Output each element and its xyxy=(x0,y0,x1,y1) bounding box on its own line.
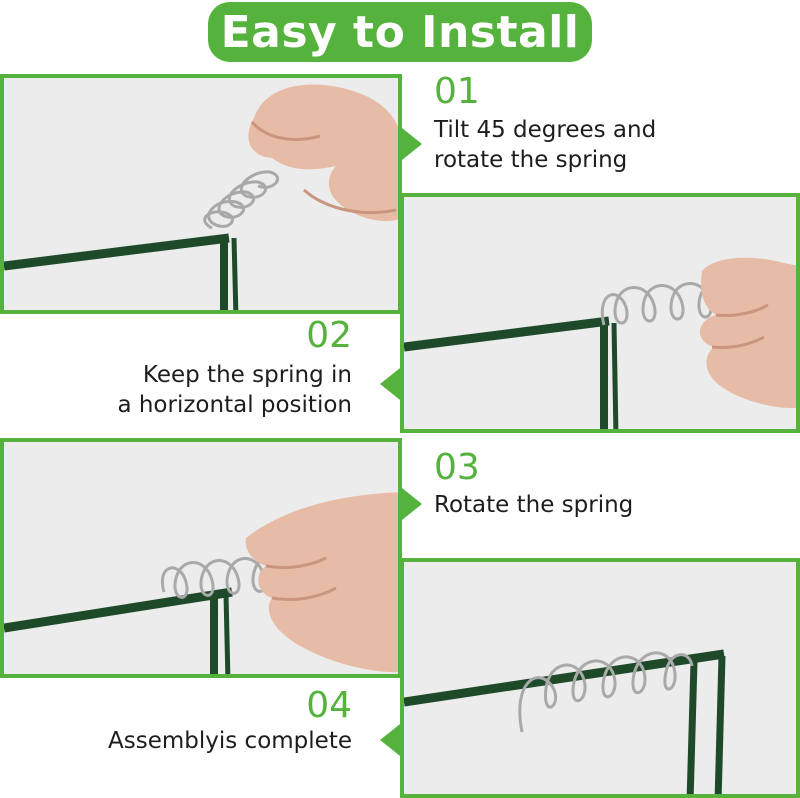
step-4-photo xyxy=(400,558,800,798)
step-1-photo xyxy=(0,74,402,314)
step-1-line-2: rotate the spring xyxy=(434,147,628,173)
step-1-line-1: Tilt 45 degrees and xyxy=(434,117,657,143)
step-3-text: Rotate the spring xyxy=(434,490,633,520)
step-1-text: Tilt 45 degrees and rotate the spring xyxy=(434,115,656,175)
step-2-photo xyxy=(400,193,800,433)
step-3-photo xyxy=(0,438,402,678)
step-1-pointer xyxy=(402,128,422,160)
step-2-number: 02 xyxy=(306,315,352,356)
step-4-line-1: Assemblyis complete xyxy=(108,728,352,754)
step-2-illustration xyxy=(404,197,796,429)
step-1-illustration xyxy=(4,78,398,310)
step-3-pointer xyxy=(402,488,422,520)
step-3-illustration xyxy=(4,442,398,674)
step-2-line-1: Keep the spring in xyxy=(142,362,352,388)
step-1-number: 01 xyxy=(434,71,480,112)
step-2-line-2: a horizontal position xyxy=(117,392,352,418)
step-2-pointer xyxy=(380,368,400,400)
step-4-pointer xyxy=(380,724,400,756)
step-4-number: 04 xyxy=(306,685,352,726)
step-4-illustration xyxy=(404,562,796,794)
page-title: Easy to Install xyxy=(220,6,580,58)
step-3-line-1: Rotate the spring xyxy=(434,492,634,518)
step-4-text: Assemblyis complete xyxy=(108,726,352,756)
title-banner: Easy to Install xyxy=(208,2,592,62)
step-2-text: Keep the spring in a horizontal position xyxy=(117,360,352,420)
step-3-number: 03 xyxy=(434,447,480,488)
